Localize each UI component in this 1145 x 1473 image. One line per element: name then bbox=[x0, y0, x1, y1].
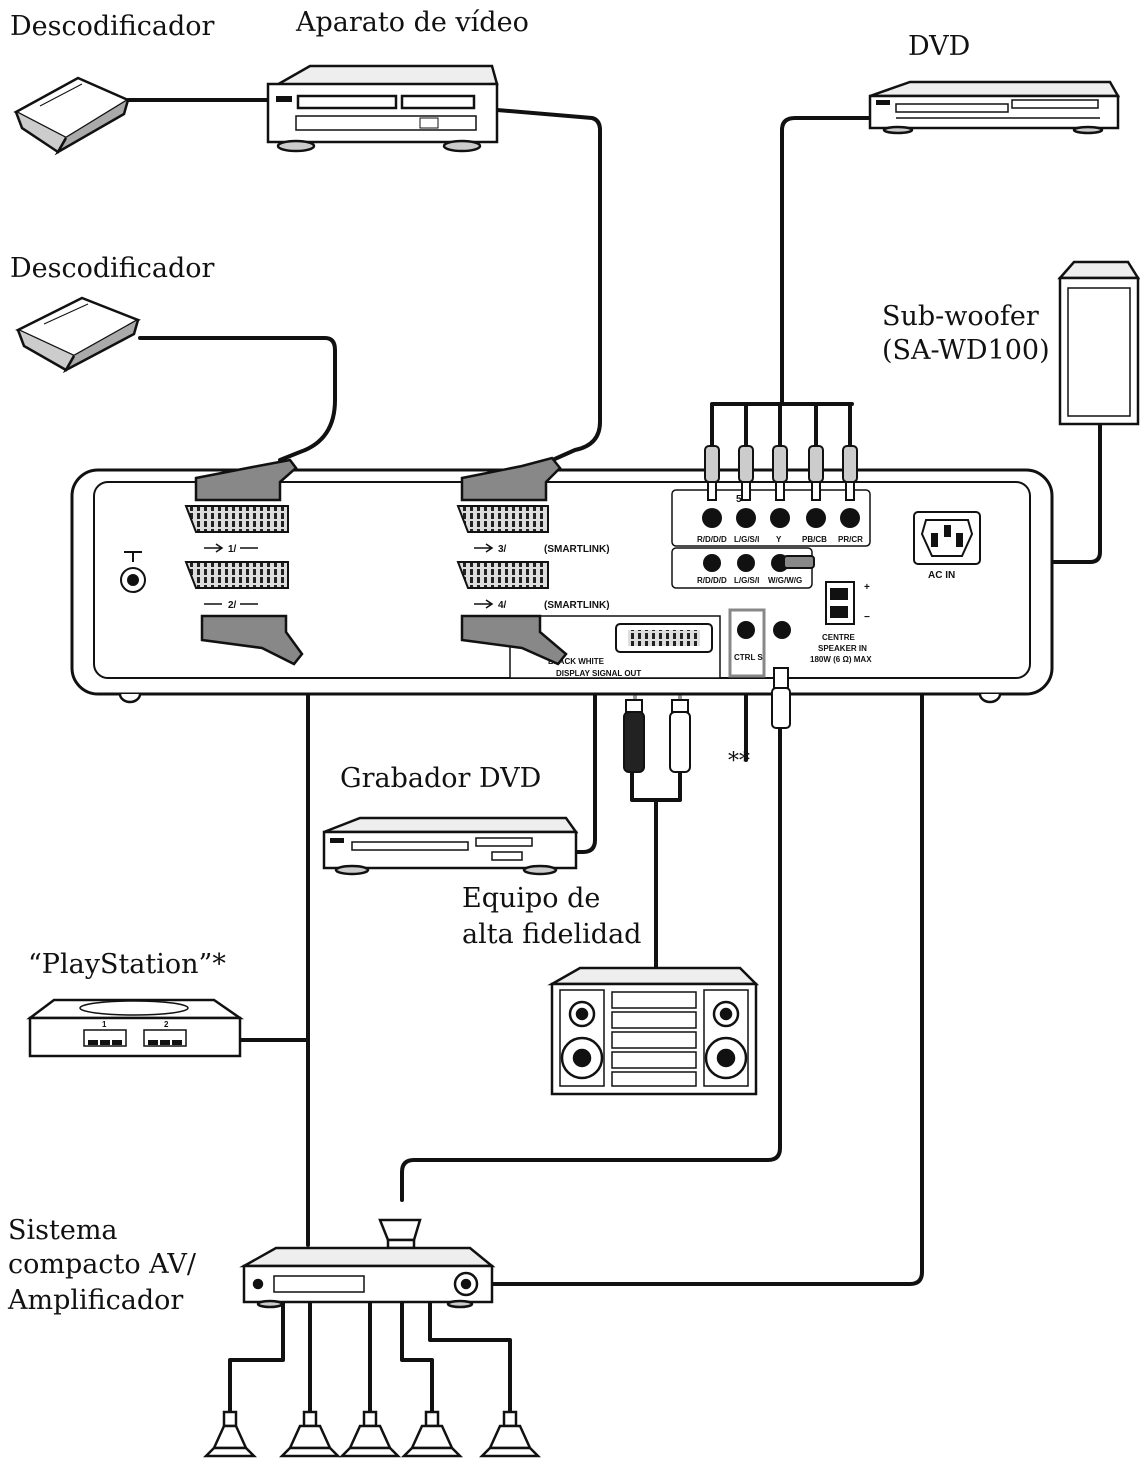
speaker-5 bbox=[478, 1410, 542, 1458]
decoder-mid-device bbox=[15, 296, 141, 374]
cables bbox=[126, 98, 1102, 1414]
subwoofer-label-2: (SA-WD100) bbox=[882, 335, 1050, 366]
ac-in-socket bbox=[913, 511, 981, 565]
amp-label-1: Sistema bbox=[8, 1215, 118, 1246]
component-rca-plugs bbox=[704, 445, 858, 501]
ac-in-label: AC IN bbox=[928, 570, 955, 581]
dvd-recorder-label: Grabador DVD bbox=[340, 763, 542, 794]
playstation-label: “PlayStation”* bbox=[28, 949, 226, 980]
hifi-device bbox=[547, 966, 760, 1096]
svg-text:−: − bbox=[864, 612, 870, 623]
jack-pr-label: PR/CR bbox=[838, 535, 863, 544]
decoder-mid-label: Descodificador bbox=[10, 253, 215, 284]
centre-label-1: CENTRE bbox=[822, 633, 856, 642]
scart-socket-3 bbox=[456, 505, 549, 533]
black-white-label: BLACK WHITE bbox=[548, 657, 605, 666]
cable-dvd-component bbox=[780, 116, 870, 406]
scart1-label: 1/ bbox=[228, 544, 237, 555]
subwoofer-device bbox=[1057, 260, 1141, 426]
speaker-1 bbox=[202, 1410, 258, 1458]
cable-vcr-scart3 bbox=[495, 108, 602, 464]
jack-r-label: R/D/D/D bbox=[697, 535, 727, 544]
vcr-device bbox=[266, 64, 499, 153]
port-5-label: 5 bbox=[736, 494, 742, 505]
audio-r-label: R/D/D/D bbox=[697, 576, 727, 585]
amplifier-device bbox=[239, 1218, 496, 1309]
amp-label-3: Amplificador bbox=[8, 1285, 184, 1316]
scart-plug-1 bbox=[194, 458, 298, 502]
monitor-plug bbox=[771, 667, 791, 729]
display-signal-out-label: DISPLAY SIGNAL OUT bbox=[556, 669, 641, 678]
decoder-top-label: Descodificador bbox=[10, 11, 215, 42]
subwoofer-plug bbox=[783, 555, 815, 569]
playstation-device bbox=[26, 998, 245, 1058]
cable-subwoofer bbox=[808, 423, 1102, 564]
scart-socket-2 bbox=[184, 561, 289, 589]
speakers bbox=[202, 1410, 542, 1458]
scart-arrow-icons bbox=[204, 543, 494, 609]
scart3-smartlink: (SMARTLINK) bbox=[544, 544, 610, 555]
jack-y-label: Y bbox=[776, 535, 782, 544]
hifi-rca-plugs bbox=[623, 699, 691, 773]
scart4-smartlink: (SMARTLINK) bbox=[544, 600, 610, 611]
ctrl-s-label: CTRL S bbox=[734, 653, 763, 662]
jack-pb-label: PB/CB bbox=[802, 535, 827, 544]
scart2-label: 2/ bbox=[228, 600, 237, 611]
dvd-device bbox=[868, 80, 1121, 135]
cable-speakers bbox=[228, 1298, 512, 1414]
speaker-3 bbox=[338, 1410, 402, 1458]
dvd-label: DVD bbox=[908, 31, 971, 62]
scart-socket-1 bbox=[184, 505, 289, 533]
audio-w-label: W/G/W/G bbox=[768, 576, 802, 585]
decoder-top-device bbox=[13, 76, 131, 156]
scart-plug-3 bbox=[460, 456, 562, 502]
jack-l-label: L/G/S/I bbox=[734, 535, 759, 544]
speaker-2 bbox=[278, 1410, 342, 1458]
playstation-port-1: 1 bbox=[102, 1020, 107, 1029]
scart3-label: 3/ bbox=[498, 544, 507, 555]
amp-label-2: compacto AV/ bbox=[8, 1249, 196, 1280]
subwoofer-label-1: Sub-woofer bbox=[882, 301, 1039, 332]
cable-scart2-down bbox=[296, 660, 310, 1247]
scart-plug-2 bbox=[200, 614, 304, 666]
playstation-port-2: 2 bbox=[164, 1020, 169, 1029]
cable-component-split bbox=[710, 402, 854, 450]
vcr-label: Aparato de vídeo bbox=[296, 7, 529, 38]
tv-back-panel: 1/ 2/ 3/ (SMARTLINK) 4/ (SMARTLINK) 5 R/… bbox=[70, 468, 1054, 704]
scart-plug-4 bbox=[460, 614, 568, 666]
svg-text:+: + bbox=[864, 582, 870, 593]
speaker-4 bbox=[400, 1410, 464, 1458]
antenna-socket bbox=[120, 551, 146, 593]
cable-decoder-mid-scart1 bbox=[138, 336, 337, 462]
audio-l-label: L/G/S/I bbox=[734, 576, 759, 585]
cable-rca-hifi bbox=[630, 770, 682, 970]
hifi-label-2: alta fidelidad bbox=[462, 919, 642, 950]
hifi-label-1: Equipo de bbox=[462, 883, 601, 914]
cable-scart4-recorder bbox=[560, 658, 597, 854]
double-star-label: ** bbox=[728, 749, 750, 774]
centre-label-2: SPEAKER IN bbox=[818, 644, 867, 653]
cable-monitor-amp bbox=[400, 724, 782, 1202]
dvd-recorder-device bbox=[322, 816, 579, 876]
scart4-label: 4/ bbox=[498, 600, 507, 611]
scart-plugs bbox=[194, 456, 568, 666]
scart-socket-4 bbox=[456, 561, 549, 589]
component-jacks bbox=[702, 508, 860, 528]
centre-label-3: 180W (6 Ω) MAX bbox=[810, 655, 872, 664]
